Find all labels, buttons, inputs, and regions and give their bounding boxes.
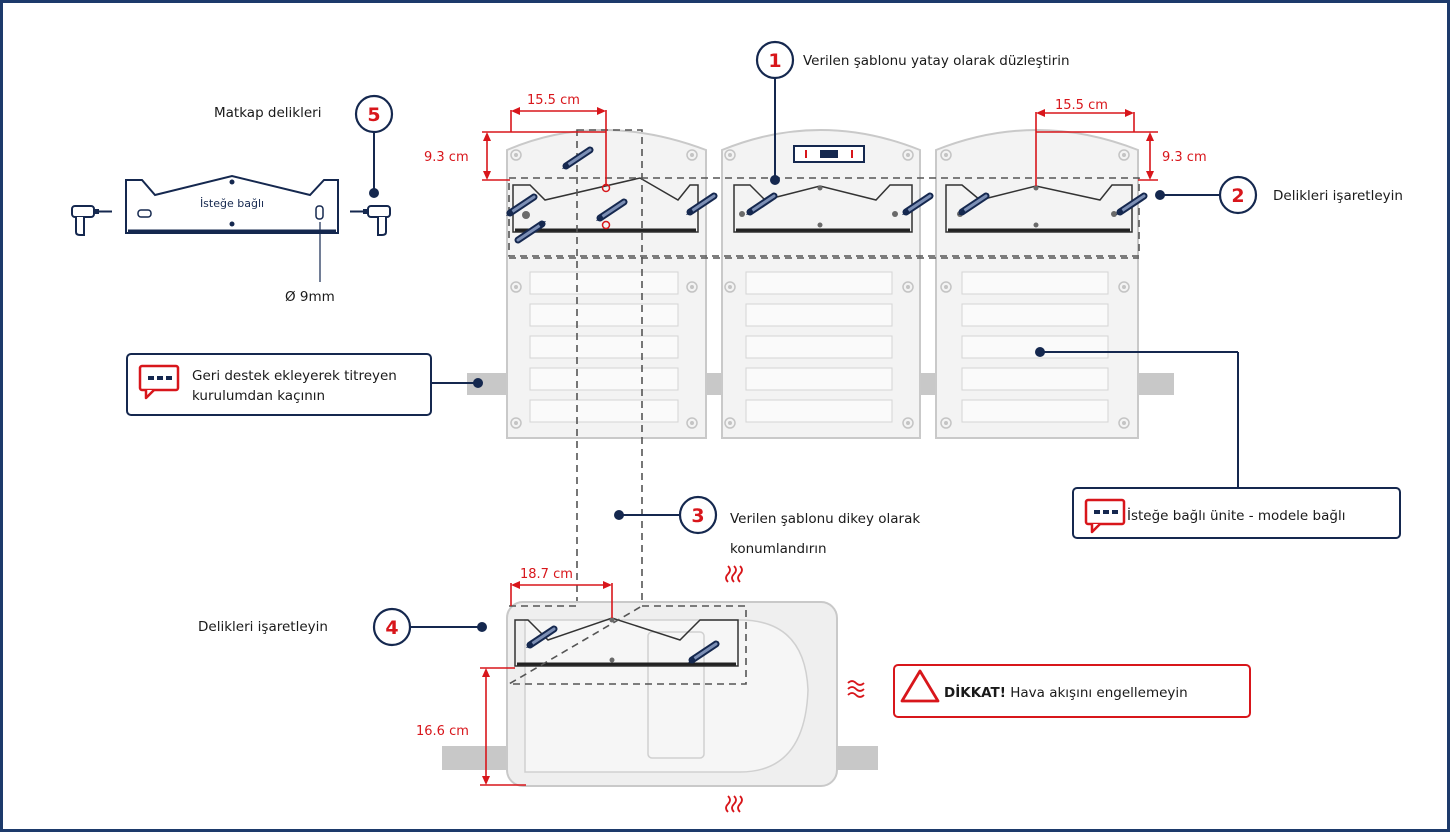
template-horizontal <box>508 177 1140 259</box>
dim-top-left-height: 9.3 cm <box>424 150 469 165</box>
step-3-label-line2: konumlandırın <box>730 541 827 557</box>
optional-unit-anchor <box>1035 347 1045 357</box>
bracket-top-middle <box>733 184 913 233</box>
warning-triangle-icon <box>900 669 940 703</box>
optional-unit-text: İsteğe bağlı ünite - modele bağlı <box>1127 506 1345 524</box>
dimension-top-left <box>482 107 607 186</box>
heat-wave-icon <box>847 680 865 698</box>
dimension-top-right <box>1035 109 1158 186</box>
step-3-label-line1: Verilen şablonu dikey olarak <box>730 511 920 527</box>
bracket-drill-template <box>125 174 339 234</box>
bracket-diameter-label: Ø 9mm <box>285 289 335 305</box>
red-hole-mark <box>601 220 611 230</box>
optional-unit-callout <box>1072 487 1401 539</box>
dim-bottom-height: 16.6 cm <box>416 724 469 739</box>
step-2-anchor <box>1155 190 1165 200</box>
dim-top-right-width: 15.5 cm <box>1055 98 1108 113</box>
bracket-top-left <box>512 177 699 233</box>
step-5-label: Matkap delikleri <box>214 105 321 121</box>
step-2-label: Delikleri işaretleyin <box>1273 188 1403 204</box>
step-1-label: Verilen şablonu yatay olarak düzleştirin <box>803 53 1070 69</box>
warning-bold: DİKKAT! <box>944 684 1006 701</box>
step-5-anchor <box>369 188 379 198</box>
vibration-text-line1: Geri destek ekleyerek titreyen <box>192 368 397 384</box>
unit-right <box>935 129 1139 439</box>
unit-left <box>506 129 707 439</box>
template-bottom <box>506 605 747 685</box>
step-3-number: 3 <box>691 505 704 527</box>
bracket-top-right <box>945 184 1133 233</box>
dim-top-left-width: 15.5 cm <box>527 93 580 108</box>
heat-wave-icon <box>725 565 743 583</box>
hole-marks <box>522 185 1117 228</box>
bracket-bottom <box>514 617 739 667</box>
bracket-optional-label: İsteğe bağlı <box>200 197 264 210</box>
heat-wave-icon <box>725 795 743 813</box>
drill-icon <box>350 205 391 236</box>
step-5-number: 5 <box>367 104 380 126</box>
drill-icon <box>71 205 112 236</box>
step-1-anchor <box>770 175 780 185</box>
vibration-callout <box>126 353 432 416</box>
step-3-marker <box>678 495 718 535</box>
warning-callout <box>893 664 1251 718</box>
step-1-number: 1 <box>768 50 781 72</box>
step-4-number: 4 <box>385 617 398 639</box>
dimension-bottom <box>480 581 613 786</box>
step-1-marker <box>755 40 795 80</box>
warning-message: Hava akışını engellemeyin <box>1006 685 1188 701</box>
step-2-number: 2 <box>1231 185 1244 207</box>
warning-text: DİKKAT! Hava akışını engellemeyin <box>944 684 1188 701</box>
vibration-text-line2: kurulumdan kaçının <box>192 388 325 404</box>
unit-middle <box>721 129 921 439</box>
step-2-marker <box>1218 175 1258 215</box>
dim-bottom-width: 18.7 cm <box>520 567 573 582</box>
step-4-label: Delikleri işaretleyin <box>198 619 328 635</box>
dim-top-right-height: 9.3 cm <box>1162 150 1207 165</box>
template-vertical <box>576 129 643 711</box>
